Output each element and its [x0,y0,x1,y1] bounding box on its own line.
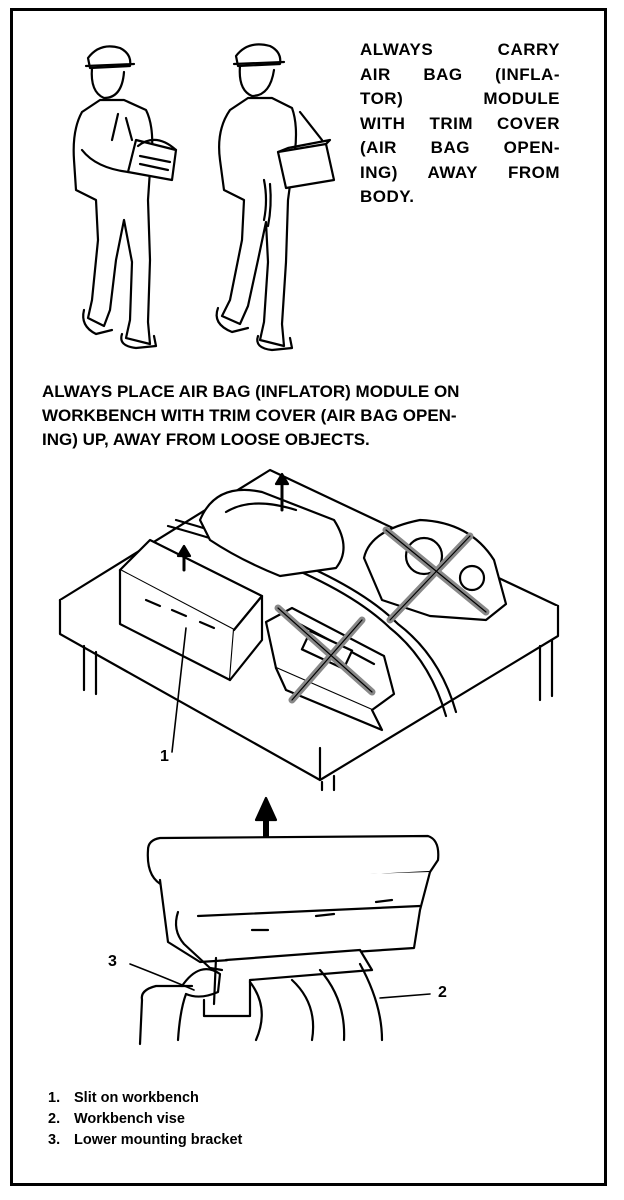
legend-item: 2.Workbench vise [48,1111,185,1127]
figure-frame [10,8,607,1186]
legend-item: 1.Slit on workbench [48,1090,199,1106]
legend-item: 3.Lower mounting bracket [48,1132,243,1148]
callout-2: 2 [438,984,447,1001]
trim-cover-on-bench [198,472,345,578]
placement-instruction: ALWAYS PLACE AIR BAG (INFLATOR) MODULE O… [42,382,460,449]
module-correct-on-bench [118,538,264,682]
callout-1: 1 [160,748,169,765]
module-in-vise-illustration [138,796,440,1046]
callout-3: 3 [108,953,117,970]
housing-wrong-illustration [362,518,508,624]
legend: 1.Slit on workbench 2.Workbench vise 3.L… [48,1088,242,1151]
module-wrong-face-down [264,604,396,732]
illustration [58,43,560,1046]
worker-wrong-illustration [72,45,178,350]
carry-instruction: ALWAYS CARRY AIR BAG (INFLA- TOR) MODULE… [360,40,560,206]
worker-correct-illustration [215,43,336,352]
